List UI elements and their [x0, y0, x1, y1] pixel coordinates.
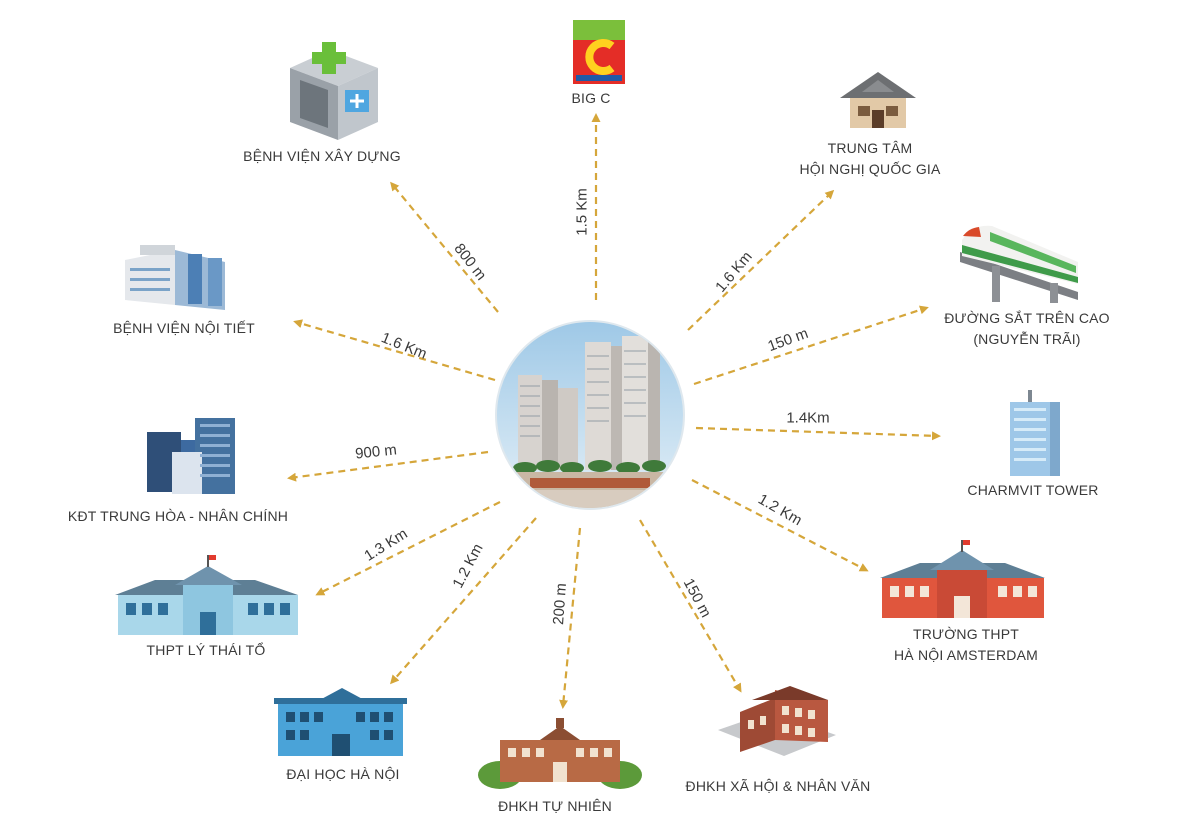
label-thpt-amsterdam: TRƯỜNG THPT HÀ NỘI AMSTERDAM: [894, 626, 1038, 663]
conference-center-icon: [840, 72, 916, 128]
school-icon: [880, 540, 1045, 618]
apartment-towers-illustration: [495, 320, 685, 510]
hospital-icon: [290, 42, 378, 140]
distance-dhkh-tu-nhien: 200 m: [550, 582, 570, 626]
label-dhkh-xa-hoi: ĐHKH XÃ HỘI & NHÂN VĂN: [685, 778, 871, 794]
hospital-building-icon: [125, 245, 225, 310]
arrow-dai-hoc-ha-noi: [390, 517, 537, 685]
label-duong-sat-tren-cao: ĐƯỜNG SẮT TRÊN CAO (NGUYỄN TRÃI): [944, 310, 1110, 347]
distance-arrows: [287, 113, 941, 709]
label-big-c: BIG C: [571, 90, 611, 106]
arrow-kdt-trung-hoa: [287, 450, 489, 482]
label-benh-vien-noi-tiet: BỆNH VIỆN NỘI TIẾT: [113, 320, 255, 336]
arrow-thpt-amsterdam: [691, 479, 869, 572]
label-charmvit-tower: CHARMVIT TOWER: [967, 482, 1099, 498]
label-benh-vien-xay-dung: BỆNH VIỆN XÂY DỰNG: [243, 148, 401, 164]
bigc-logo-icon: [573, 20, 625, 84]
university-icon: [718, 686, 836, 756]
distance-big-c: 1.5 Km: [573, 188, 591, 236]
arrow-benh-vien-noi-tiet: [293, 319, 496, 382]
arrow-benh-vien-xay-dung: [390, 181, 499, 313]
label-dai-hoc-ha-noi: ĐẠI HỌC HÀ NỘI: [286, 766, 400, 782]
label-dhkh-tu-nhien: ĐHKH TỰ NHIÊN: [498, 798, 612, 814]
distance-charmvit-tower: 1.4Km: [786, 409, 830, 427]
university-icon: [274, 688, 407, 756]
city-buildings-icon: [147, 418, 235, 494]
arrow-trung-tam-hoi-nghi: [687, 189, 835, 331]
arrow-dhkh-xa-hoi: [639, 519, 742, 693]
elevated-railway-icon: [960, 225, 1078, 303]
label-thpt-ly-thai-to: THPT LÝ THÁI TỔ: [146, 642, 266, 658]
label-trung-tam-hoi-nghi: TRUNG TÂM HỘI NGHỊ QUỐC GIA: [799, 140, 941, 177]
arrow-charmvit-tower: [695, 426, 941, 441]
arrow-duong-sat-tren-cao: [693, 305, 929, 386]
arrow-dhkh-tu-nhien: [559, 527, 582, 709]
university-icon: [478, 718, 642, 789]
school-icon: [115, 555, 298, 635]
label-kdt-trung-hoa: KĐT TRUNG HÒA - NHÂN CHÍNH: [67, 508, 289, 524]
arrow-thpt-ly-thai-to: [315, 501, 501, 596]
tower-icon: [1010, 390, 1060, 476]
